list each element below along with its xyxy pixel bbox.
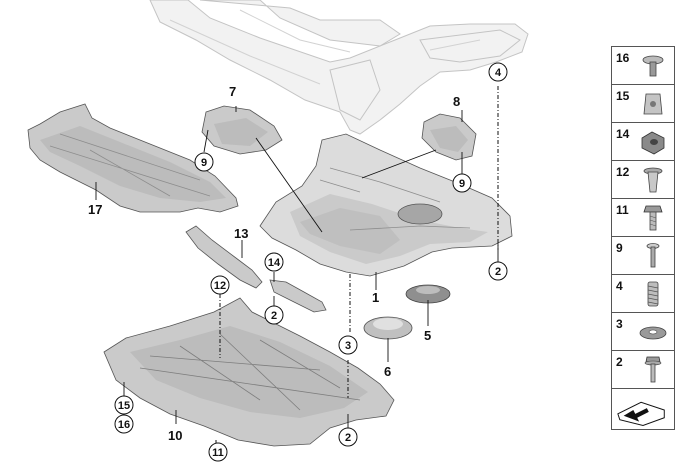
bracket-part-14: [269, 279, 327, 313]
shield-part-10: [103, 297, 395, 447]
fastener-legend: 16 15 14 12 11 9: [611, 46, 675, 430]
callout-13: 13: [234, 226, 248, 241]
direction-arrow-icon: [617, 401, 665, 426]
round-cover-part-5: [405, 284, 451, 304]
callout-5: 5: [424, 328, 431, 343]
collar-screw-icon: [643, 205, 663, 231]
legend-item-2: 2: [611, 350, 675, 388]
legend-item-4: 4: [611, 274, 675, 312]
circled-2-middle: 2: [264, 305, 284, 325]
callout-8: 8: [453, 94, 460, 109]
circled-14: 14: [264, 252, 284, 272]
plate-part-7: [201, 105, 283, 155]
legend-item-15: 15: [611, 84, 675, 122]
cage-nut-icon: [641, 131, 665, 155]
callout-10: 10: [168, 428, 182, 443]
circled-12: 12: [210, 275, 230, 295]
circled-numbers: 4 9 9 14 2 12 2 3: [114, 62, 508, 462]
circled-11: 11: [208, 442, 228, 462]
callout-1: 1: [372, 290, 379, 305]
legend-item-14: 14: [611, 122, 675, 160]
svg-text:16: 16: [118, 419, 130, 431]
legend-item-9: 9: [611, 236, 675, 274]
svg-text:9: 9: [201, 157, 207, 169]
circled-3: 3: [338, 335, 358, 355]
callout-6: 6: [384, 364, 391, 379]
expansion-nut-icon: [643, 167, 663, 193]
svg-text:14: 14: [268, 257, 281, 269]
svg-text:2: 2: [271, 310, 277, 322]
washer-icon: [639, 326, 667, 340]
legend-direction-arrow: [611, 388, 675, 430]
expanding-rivet-icon: [646, 243, 660, 268]
bracket-part-13: [185, 225, 263, 289]
svg-text:2: 2: [345, 432, 351, 444]
legend-item-16: 16: [611, 46, 675, 84]
svg-text:2: 2: [495, 266, 501, 278]
circled-15: 15: [114, 395, 134, 415]
leader-lines: [95, 106, 499, 428]
circled-9-right: 9: [452, 173, 472, 193]
axle-carrier-frame: [149, 0, 529, 135]
legend-item-11: 11: [611, 198, 675, 236]
svg-text:4: 4: [495, 67, 502, 79]
circled-9-left: 9: [194, 152, 214, 172]
clip-nut-icon: [643, 93, 663, 115]
circled-2-lower: 2: [338, 427, 358, 447]
svg-text:3: 3: [345, 340, 351, 352]
circled-4: 4: [488, 62, 508, 82]
plate-part-8: [421, 113, 477, 161]
shield-part-1: [259, 133, 513, 277]
callout-7: 7: [229, 84, 236, 99]
spring-nut-icon: [647, 281, 659, 307]
part-numbers: 7 8 17 13 1 5 6 10: [88, 84, 460, 443]
svg-text:11: 11: [212, 447, 224, 459]
circled-16: 16: [114, 414, 134, 434]
svg-text:9: 9: [459, 178, 465, 190]
round-cover-part-6: [363, 316, 413, 340]
shield-part-17: [27, 103, 239, 213]
assembly-lines: [215, 86, 499, 444]
svg-text:15: 15: [118, 400, 130, 412]
legend-item-12: 12: [611, 160, 675, 198]
legend-item-3: 3: [611, 312, 675, 350]
callout-17: 17: [88, 202, 102, 217]
push-rivet-icon: [642, 55, 664, 77]
svg-text:12: 12: [214, 280, 226, 292]
circled-2-upper-right: 2: [488, 261, 508, 281]
flange-bolt-icon: [644, 356, 662, 383]
